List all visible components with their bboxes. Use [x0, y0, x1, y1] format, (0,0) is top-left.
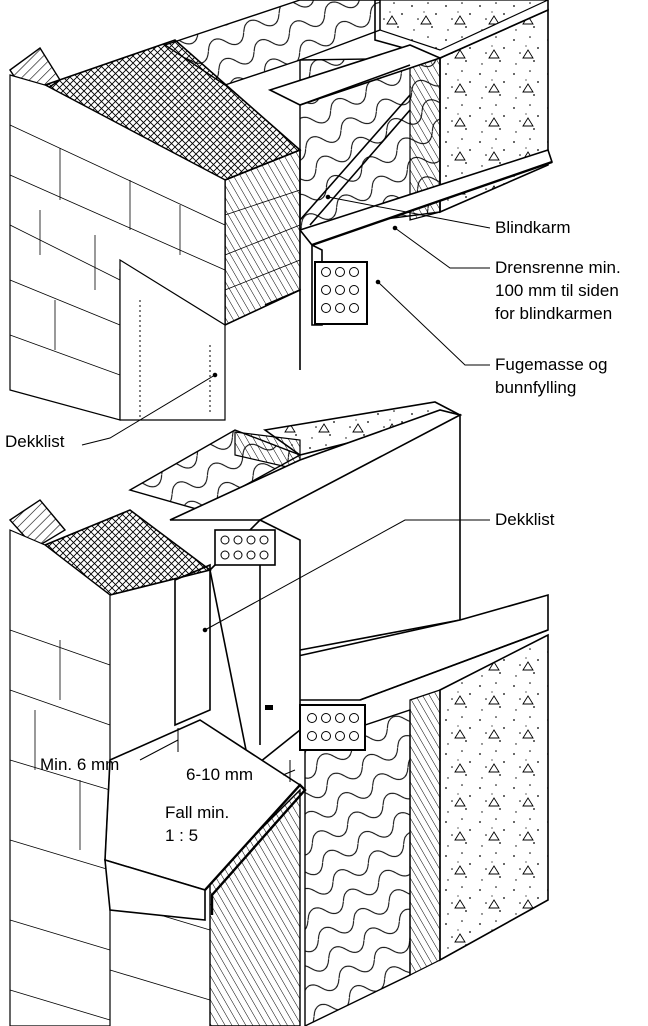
- label-fall-line2: 1 : 5: [165, 826, 199, 845]
- label-drensrenne-line2: 100 mm til siden: [495, 281, 619, 300]
- lower-detail: [8, 401, 549, 1026]
- leader-min6: [139, 739, 179, 761]
- label-dekklist-lower: Dekklist: [495, 510, 555, 529]
- label-drensrenne-line3: for blindkarmen: [495, 304, 613, 323]
- label-drensrenne-line1: Drensrenne min.: [495, 258, 621, 277]
- leader-lines: [81, 194, 491, 782]
- concrete-wall-lower: [439, 633, 549, 962]
- sealant-backing-upper: [321, 267, 359, 313]
- upper-detail: [9, 0, 554, 421]
- leader-dekklist-lower: [204, 519, 490, 631]
- brick-courses-upper: [9, 124, 226, 376]
- leader-blindkarm: [327, 196, 491, 229]
- leader-dekklist-upper: [81, 374, 216, 446]
- brick-courses-lower: [9, 629, 111, 1021]
- sealant-backing-lower: [307, 713, 359, 741]
- label-fugemasse-line1: Fugemasse og: [495, 355, 608, 374]
- label-min6: Min. 6 mm: [40, 755, 120, 774]
- label-dekklist-upper: Dekklist: [5, 432, 65, 451]
- leader-fugemasse: [377, 281, 490, 366]
- label-blindkarm: Blindkarm: [495, 218, 571, 237]
- label-fall-line1: Fall min.: [165, 803, 230, 822]
- leader-gap: [282, 769, 296, 776]
- brick-wall-lower: [9, 529, 111, 1026]
- leader-drensrenne: [394, 227, 490, 269]
- label-gap610: 6-10 mm: [186, 765, 254, 784]
- label-fugemasse-line2: bunnfylling: [495, 378, 577, 397]
